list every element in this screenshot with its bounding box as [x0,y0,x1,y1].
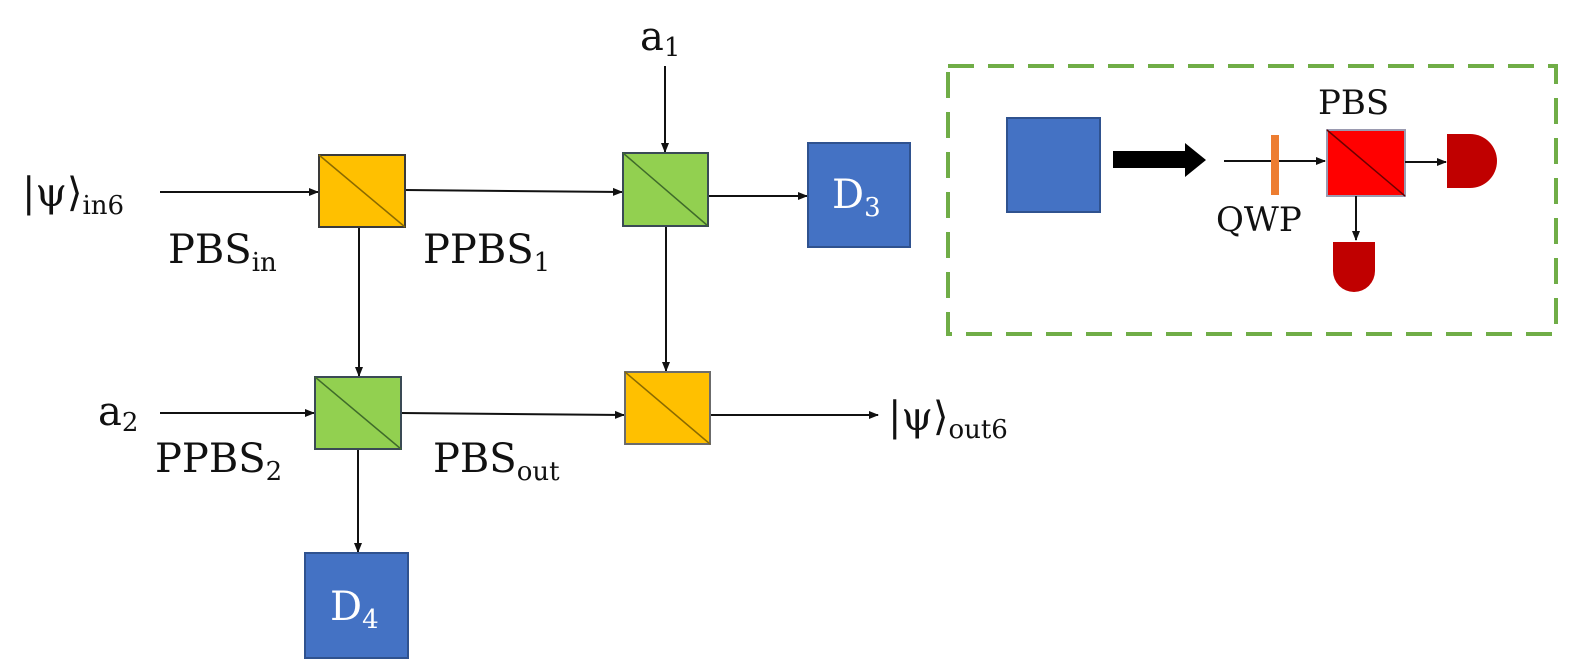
svg-text:D3: D3 [832,172,881,223]
ppbs1-label: PPBS1 [423,227,550,278]
inset-pbs-label: PBS [1318,83,1389,123]
detector-right-icon [1447,134,1497,188]
detector-detail-inset: PBS QWP [946,64,1558,336]
qwp-plate [1271,135,1279,195]
detector-bottom-icon [1333,242,1375,292]
ppbs2-label: PPBS2 [155,436,282,487]
detector-d4: D4 [304,552,409,659]
qwp-label: QWP [1216,200,1302,240]
inset-dashed-border [946,64,1558,336]
ancilla-a2-label: a2 [98,389,138,438]
pbs-in-label: PBSin [168,227,277,278]
beam-ppbs2-to-pbs-out [400,410,625,419]
input-state-label: |ψ⟩in6 [22,170,124,221]
pbs-in-splitter [318,154,406,228]
output-state-label: |ψ⟩out6 [888,394,1008,445]
ppbs1-splitter [622,152,709,227]
detector-d3: D3 [807,142,911,248]
inset-detector-square [1006,117,1101,213]
ppbs2-splitter [314,376,402,450]
pbs-out-splitter [624,371,711,445]
ancilla-a1-label: a1 [640,14,680,63]
inset-pbs-splitter [1326,129,1406,197]
svg-text:D4: D4 [330,584,379,635]
equivalence-arrow-icon [1113,143,1206,177]
pbs-out-label: PBSout [433,436,560,487]
beam-pbs-in-to-ppbs1 [404,187,623,196]
